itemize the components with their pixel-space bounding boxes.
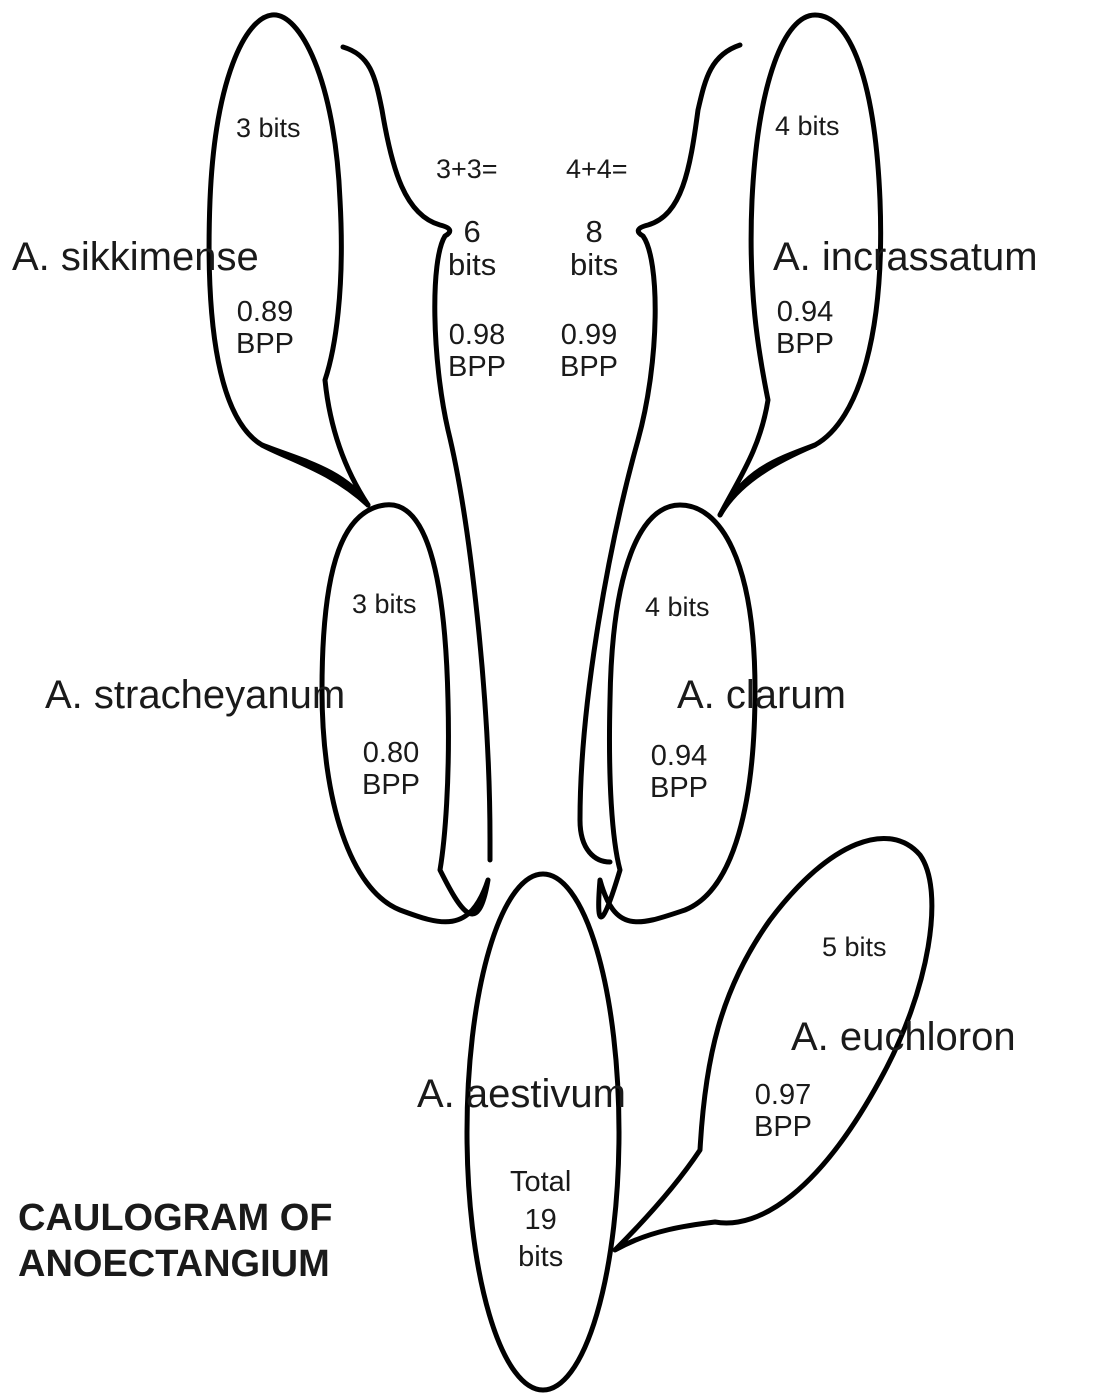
stracheyanum-bpp-value: 0.80	[362, 738, 420, 770]
right-lineage-total: 8 bits	[570, 216, 618, 281]
stracheyanum-name: A. stracheyanum	[45, 675, 345, 715]
diagram-title: CAULOGRAM OF ANOECTANGIUM	[18, 1196, 333, 1287]
right-lineage-bpp-unit: BPP	[560, 352, 618, 384]
right-lineage-total-value: 8	[570, 216, 618, 249]
stracheyanum-bits: 3 bits	[352, 591, 417, 618]
sikkimense-bpp-unit: BPP	[236, 329, 294, 361]
euchloron-bits: 5 bits	[822, 934, 887, 961]
left-lineage-bpp: 0.98 BPP	[448, 320, 506, 384]
left-lineage-sum: 3+3=	[436, 156, 498, 183]
aestivum-total-line2: 19	[510, 1202, 571, 1240]
euchloron-bpp: 0.97 BPP	[754, 1080, 812, 1144]
clarum-bpp-value: 0.94	[650, 741, 708, 773]
clarum-bits: 4 bits	[645, 594, 710, 621]
left-lineage-total-unit: bits	[448, 249, 496, 282]
aestivum-total-line3: bits	[510, 1239, 571, 1277]
sikkimense-bpp-value: 0.89	[236, 297, 294, 329]
aestivum-total-line1: Total	[510, 1164, 571, 1202]
incrassatum-bpp-value: 0.94	[776, 297, 834, 329]
aestivum-total: Total 19 bits	[510, 1164, 571, 1277]
incrassatum-bpp: 0.94 BPP	[776, 297, 834, 361]
stracheyanum-bpp-unit: BPP	[362, 770, 420, 802]
incrassatum-name: A. incrassatum	[773, 237, 1038, 277]
clarum-name: A. clarum	[677, 675, 846, 715]
right-lineage-bpp-value: 0.99	[560, 320, 618, 352]
sikkimense-bits: 3 bits	[236, 115, 301, 142]
euchloron-name: A. euchloron	[791, 1017, 1016, 1057]
euchloron-bpp-unit: BPP	[754, 1112, 812, 1144]
title-line-2: ANOECTANGIUM	[18, 1242, 333, 1288]
right-lineage-sum: 4+4=	[566, 156, 628, 183]
euchloron-bpp-value: 0.97	[754, 1080, 812, 1112]
incrassatum-connector	[720, 445, 815, 515]
stracheyanum-loop	[322, 505, 488, 922]
sikkimense-name: A. sikkimense	[12, 237, 259, 277]
left-lineage-total: 6 bits	[448, 216, 496, 281]
left-lineage-bpp-unit: BPP	[448, 352, 506, 384]
incrassatum-bits: 4 bits	[775, 113, 840, 140]
title-line-1: CAULOGRAM OF	[18, 1196, 333, 1242]
sikkimense-bpp: 0.89 BPP	[236, 297, 294, 361]
clarum-bpp-unit: BPP	[650, 773, 708, 805]
stracheyanum-bpp: 0.80 BPP	[362, 738, 420, 802]
right-lineage-total-unit: bits	[570, 249, 618, 282]
aestivum-name: A. aestivum	[417, 1074, 626, 1114]
right-lineage-bpp: 0.99 BPP	[560, 320, 618, 384]
left-lineage-total-value: 6	[448, 216, 496, 249]
clarum-bpp: 0.94 BPP	[650, 741, 708, 805]
incrassatum-bpp-unit: BPP	[776, 329, 834, 361]
aestivum-ellipse	[467, 874, 619, 1390]
left-lineage-bpp-value: 0.98	[448, 320, 506, 352]
